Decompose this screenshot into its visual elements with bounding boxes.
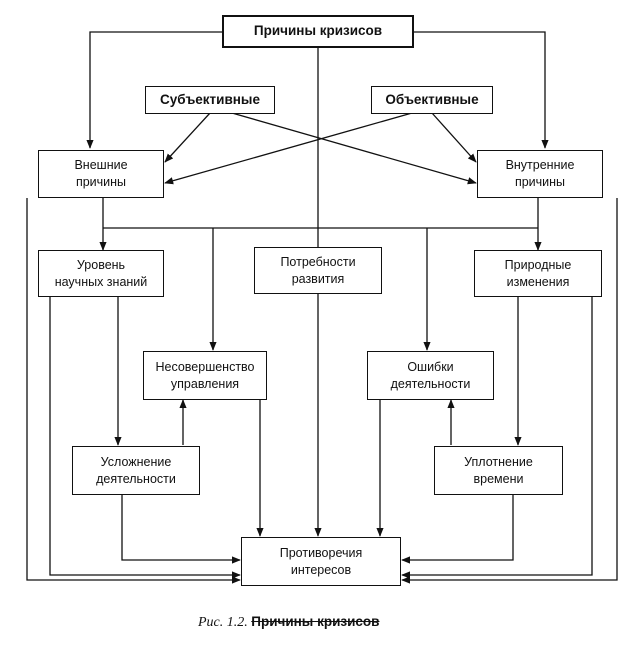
arrow-time-to-contradictions [401,495,514,564]
arrow-knowledge-to-contradictions [49,297,241,579]
node-external-causes-label: Внешние причины [74,158,128,189]
node-crisis-causes-label: Причины кризисов [253,23,383,39]
arrow-root-to-internal [414,31,549,149]
figure-caption-title: Причины кризисов [251,614,380,629]
arrow-objective-to-external [164,112,413,185]
node-subjective-label: Субъективные [160,91,260,107]
node-activity-complexity: Усложнение деятельности [72,446,200,495]
arrow-external-to-contradictions [26,198,241,584]
arrow-internal-to-contradictions [401,198,618,584]
node-knowledge-level: Уровень научных знаний [38,250,164,297]
node-objective: Объективные [371,86,493,114]
node-interest-contradictions: Противоречия интересов [241,537,401,586]
node-knowledge-level-label: Уровень научных знаний [54,257,148,289]
node-time-compression: Уплотнение времени [434,446,563,495]
node-natural-changes-label: Природные изменения [504,257,572,289]
node-interest-contradictions-label: Противоречия интересов [279,545,363,577]
node-development-needs: Потребности развития [254,247,382,294]
node-internal-causes: Внутренние причины [477,150,603,198]
figure-caption-number: Рис. 1.2. [198,615,248,630]
node-subjective: Субъективные [145,86,275,114]
node-crisis-causes: Причины кризисов [222,15,414,48]
figure-caption: Рис. 1.2. Причины кризисов [198,614,498,631]
arrow-subjective-to-internal [231,112,477,185]
arrow-root-to-external [86,31,222,149]
node-time-compression-label: Уплотнение времени [464,454,533,486]
node-natural-changes: Природные изменения [474,250,602,297]
node-objective-label: Объективные [385,91,479,107]
node-external-causes: Внешние причины [38,150,164,198]
node-activity-errors-label: Ошибки деятельности [390,359,471,391]
node-development-needs-label: Потребности развития [280,254,356,286]
node-internal-causes-label: Внутренние причины [505,158,575,189]
arrow-objective-to-internal [431,112,477,163]
node-management-imperfection: Несовершенство управления [143,351,267,400]
arrow-nature-to-contradictions [401,297,593,579]
node-activity-errors: Ошибки деятельности [367,351,494,400]
arrow-complexity-to-contradictions [121,495,241,564]
node-management-imperfection-label: Несовершенство управления [155,359,255,391]
arrow-subjective-to-external [164,112,211,163]
node-activity-complexity-label: Усложнение деятельности [96,454,176,486]
